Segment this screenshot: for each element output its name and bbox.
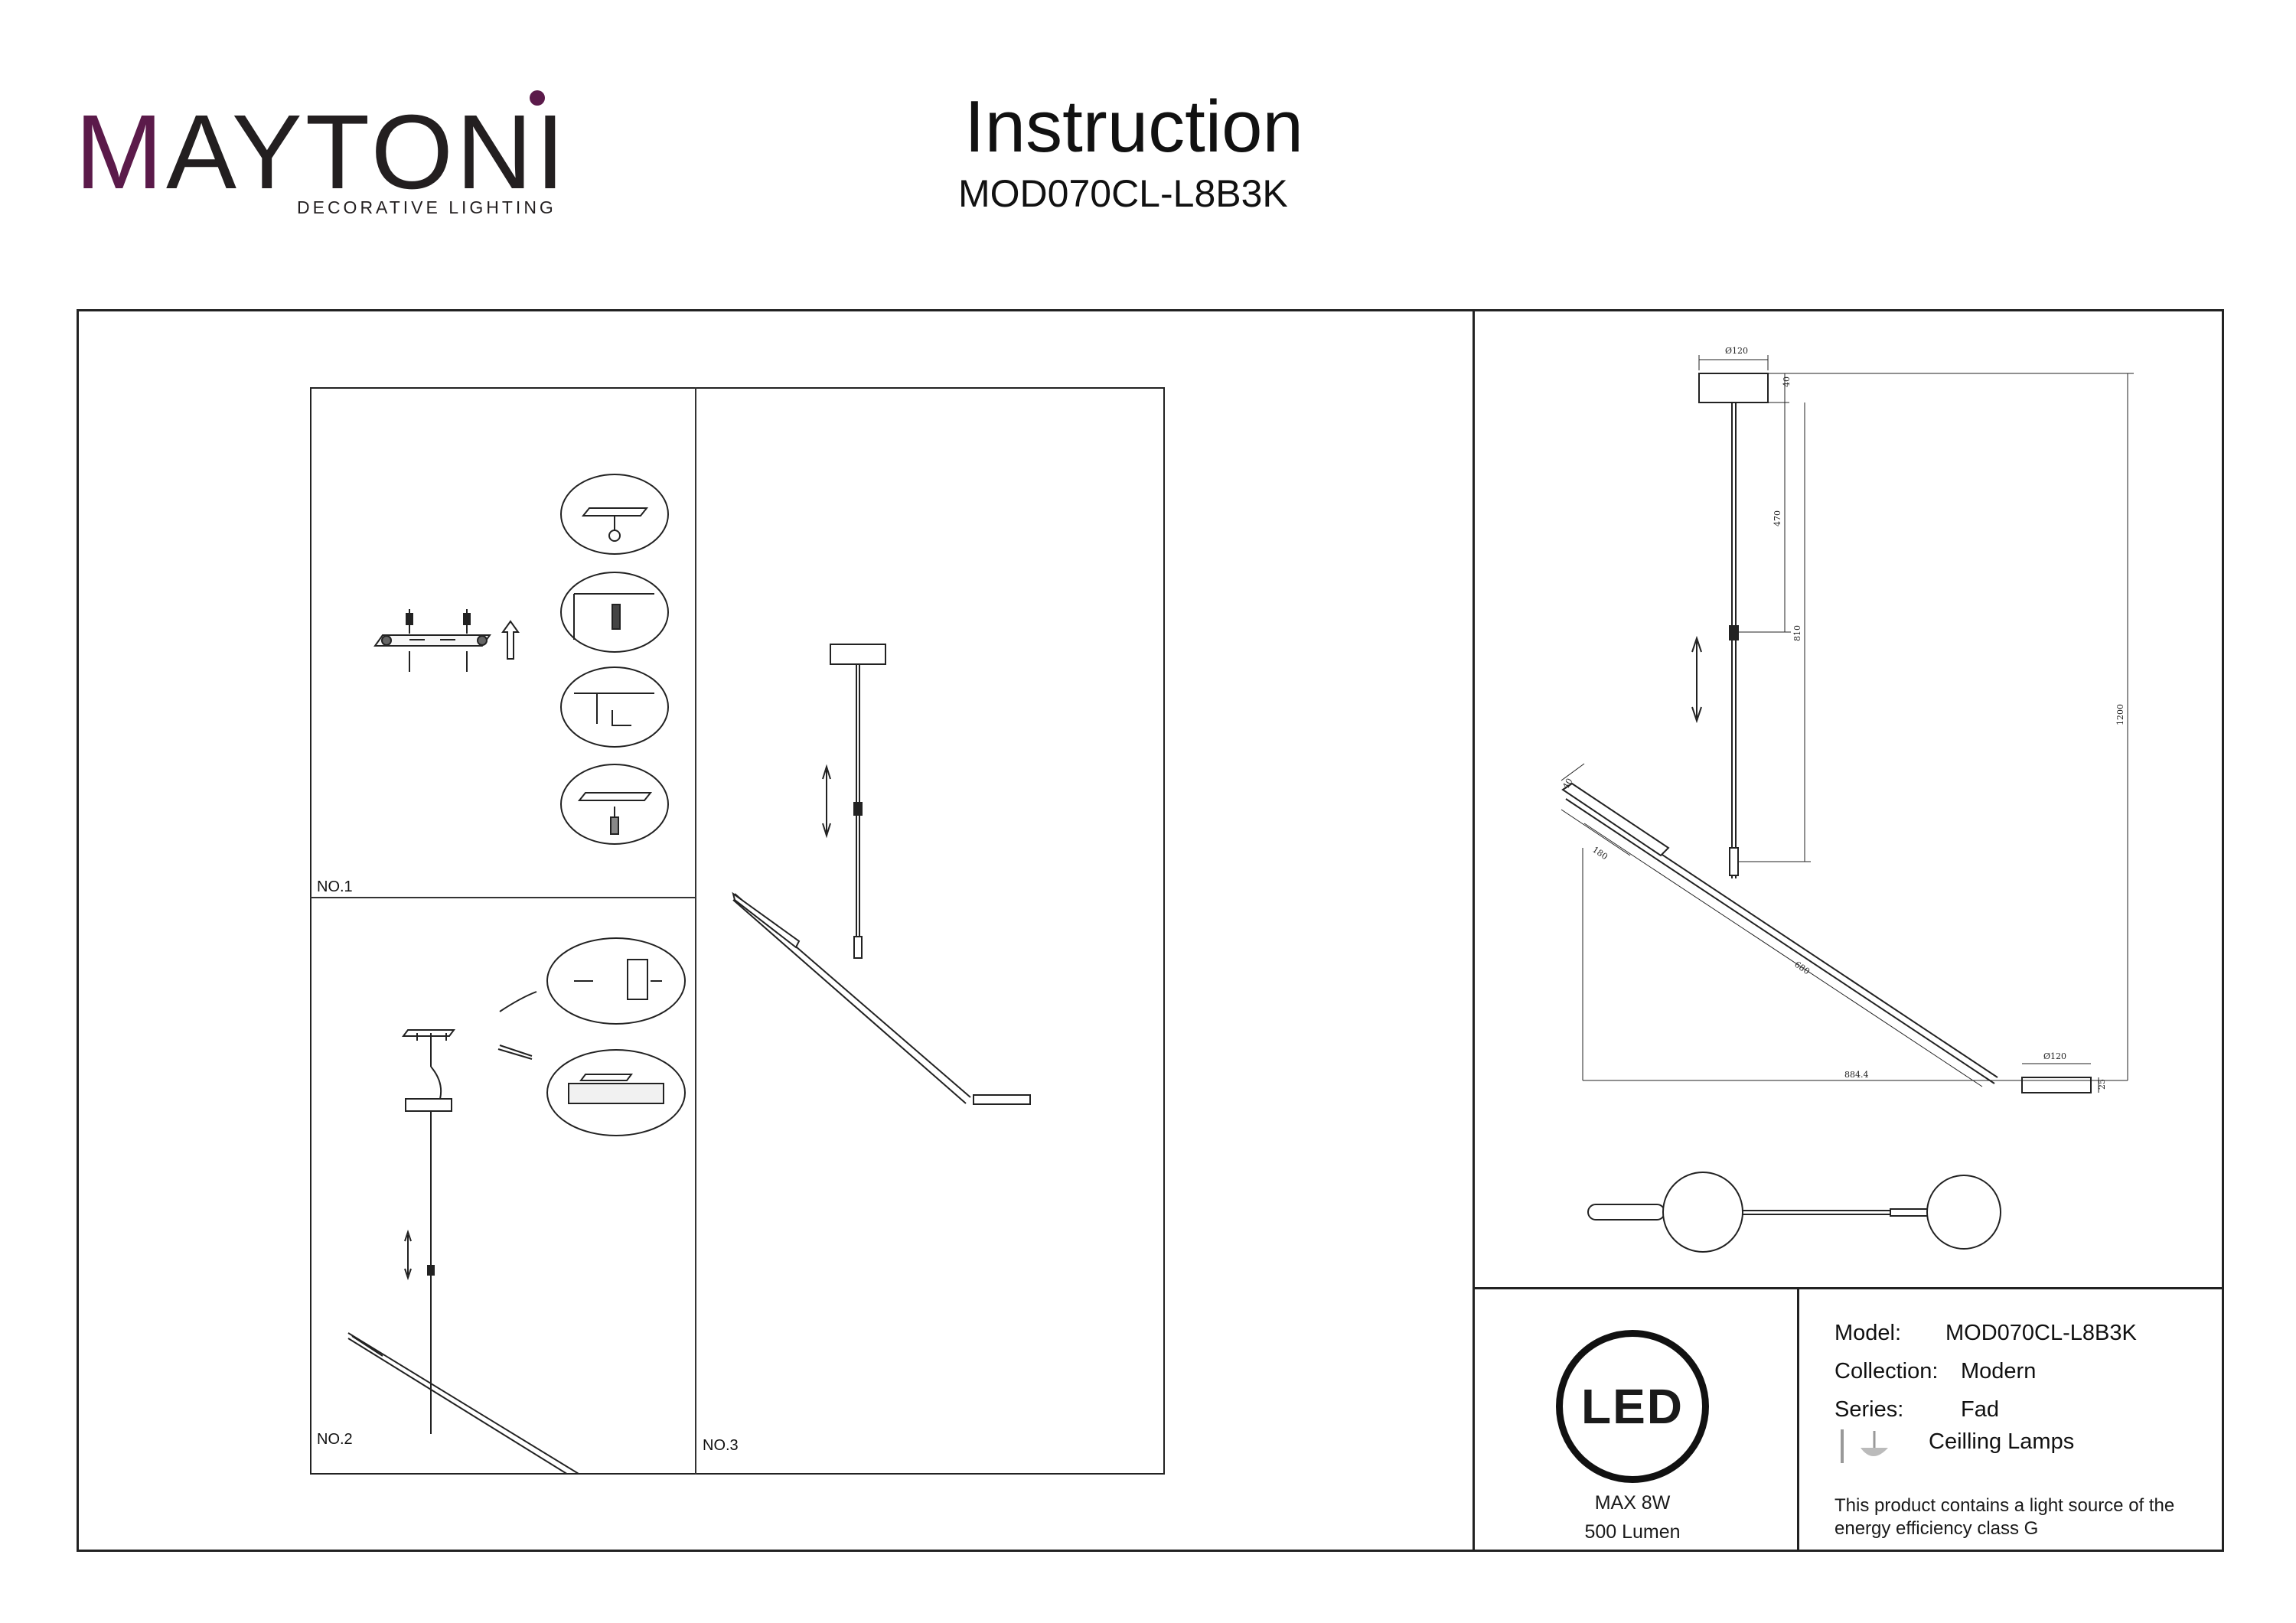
logo-letter-a: A: [165, 93, 232, 211]
led-badge-icon: LED: [1556, 1330, 1709, 1483]
dim-arm-short-width: 40: [1561, 777, 1574, 791]
step2-label: NO.2: [317, 1431, 353, 1448]
lumen-output: 500 Lumen: [1584, 1521, 1681, 1543]
step3-illustration: [732, 644, 1031, 1105]
frame-divider-vertical: [1473, 309, 1475, 1552]
dim-total-width: 884.4: [1844, 1070, 1869, 1080]
spec-series-label: Series:: [1835, 1397, 1904, 1422]
brand-tagline: DECORATIVE LIGHTING: [297, 197, 556, 217]
step3-label: NO.3: [703, 1437, 739, 1454]
dim-arm-long: 680: [1792, 960, 1812, 977]
steps-divider-vertical: [695, 387, 696, 1475]
dim-arm-short-length: 180: [1590, 845, 1609, 862]
logo-letter-t: T: [305, 93, 371, 211]
logo-letter-y: Y: [231, 93, 305, 211]
dim-disc-height: 25: [2097, 1079, 2107, 1090]
spec-type-value: Ceilling Lamps: [1929, 1429, 2075, 1454]
spec-series-value: Fad: [1961, 1397, 1999, 1422]
page-title: Instruction: [964, 86, 1303, 168]
logo-letter-m: M: [75, 93, 166, 211]
outer-frame: [77, 309, 2224, 1552]
step1-illustration: [373, 474, 669, 845]
spec-collection-label: Collection:: [1835, 1359, 1939, 1383]
logo-letter-i: I: [535, 93, 568, 211]
dim-canopy-diameter: Ø120: [1725, 346, 1748, 356]
logo-letter-o: O: [370, 93, 456, 211]
energy-class-line1: This product contains a light source of …: [1835, 1495, 2175, 1516]
step2-illustration: [347, 937, 686, 1473]
led-badge-text: LED: [1581, 1379, 1684, 1434]
max-power: MAX 8W: [1594, 1492, 1671, 1514]
logo-letter-n: N: [455, 93, 536, 211]
dim-disc-diameter: Ø120: [2043, 1051, 2066, 1061]
energy-class-line2: energy efficiency class G: [1835, 1518, 2039, 1539]
spec-model-label: Model:: [1835, 1321, 1902, 1345]
spec-model-value: MOD070CL-L8B3K: [1945, 1321, 2137, 1345]
frame-divider-horizontal: [1473, 1287, 2224, 1289]
dimension-drawing: Ø120 40 470 810 1200 40 180 680 Ø120 25 …: [1561, 346, 2134, 1253]
frame-divider-spec: [1797, 1287, 1799, 1552]
dim-canopy-height: 40: [1782, 376, 1792, 387]
steps-divider-horizontal: [310, 897, 696, 898]
brand-logo: MAYTONI: [75, 99, 568, 205]
dim-rod-to-joint: 810: [1792, 625, 1802, 641]
ceiling-lamp-icon: [1841, 1429, 1888, 1463]
steps-panel: [310, 387, 1165, 1475]
logo-dot: [530, 90, 545, 106]
spec-collection-value: Modern: [1961, 1359, 2037, 1383]
page-subtitle-model: MOD070CL-L8B3K: [958, 172, 1288, 215]
dim-total-height: 1200: [2115, 704, 2125, 725]
step1-label: NO.1: [317, 878, 353, 895]
dim-upper-rod: 470: [1773, 510, 1782, 526]
